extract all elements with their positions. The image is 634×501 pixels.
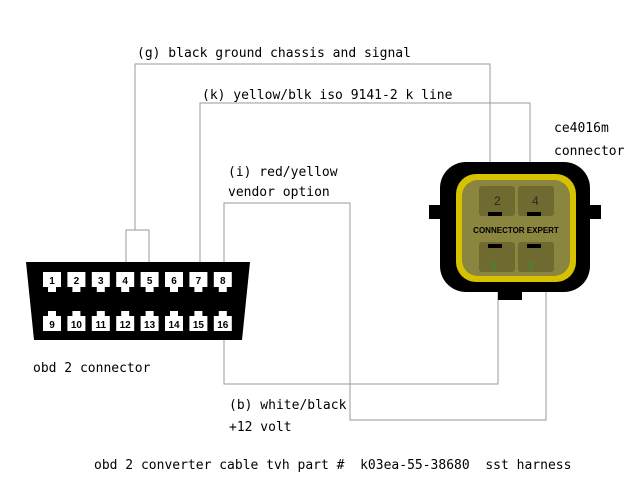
wire-power [223,290,499,385]
label-power-1: (b) white/black [229,398,347,413]
obd2-pin-label-12: 12 [120,320,132,331]
ce4016m-brand-text: CONNECTOR EXPERT [473,226,559,235]
obd2-pin-label-9: 9 [49,320,55,331]
obd2-pin-label-2: 2 [74,276,80,287]
obd2-pin-2 [67,272,86,287]
obd2-pin-4 [116,272,135,287]
obd2-pin-label-10: 10 [71,320,83,331]
obd2-pin-tab-14 [170,311,178,316]
obd2-pin-label-8: 8 [220,276,226,287]
obd2-pin-tab-15 [194,311,203,316]
label-vendor-2: vendor option [228,185,330,200]
ce-pin-3: 3 [527,259,534,273]
obd2-pin-tab-4 [121,287,130,292]
obd2-pin-label-4: 4 [122,276,128,287]
label-ce-2: connector [554,144,625,159]
label-ground: (g) black ground chassis and signal [137,46,411,61]
obd2-pin-16 [213,316,232,331]
label-obd-connector: obd 2 connector [33,361,151,376]
obd2-pin-8 [213,272,232,287]
obd2-pin-label-6: 6 [171,276,177,287]
obd2-pin-9 [43,316,61,331]
obd2-pin-tab-16 [218,311,227,316]
obd2-pin-13 [140,316,159,331]
label-power-2: +12 volt [229,420,292,435]
obd2-pin-1 [43,272,61,287]
obd2-pin-label-5: 5 [147,276,153,287]
label-kline: (k) yellow/blk iso 9141-2 k line [202,88,453,103]
obd2-pin-label-15: 15 [193,320,205,331]
obd2-pin-tab-8 [218,287,227,292]
ce-pin-4: 4 [532,194,539,208]
obd2-pin-5 [140,272,159,287]
obd2-pin-tab-6 [170,287,178,292]
obd2-pin-row-bottom: 9 10 11 12 13 14 15 16 [43,311,232,331]
obd2-pin-row-top: 1 2 3 4 5 6 7 8 [43,272,232,292]
obd2-pin-14 [165,316,183,331]
obd2-pin-12 [116,316,135,331]
obd2-pin-tab-13 [145,311,154,316]
obd2-pin-tab-10 [72,311,81,316]
obd2-pin-3 [91,272,110,287]
obd2-pin-10 [67,316,86,331]
obd2-pin-6 [165,272,183,287]
obd2-pin-tab-9 [48,311,56,316]
obd2-pin-tab-5 [145,287,154,292]
ce-pin-1: 1 [491,259,498,273]
wire-ground-run [134,63,491,230]
obd2-pin-label-3: 3 [98,276,104,287]
label-footer: obd 2 converter cable tvh part # k03ea-5… [94,458,571,473]
obd2-pin-tab-2 [72,287,81,292]
obd2-pin-label-7: 7 [196,276,202,287]
obd2-pin-label-14: 14 [168,320,180,331]
ce4016m-connector: CONNECTOR EXPERT 2 4 1 3 [429,162,601,300]
wire-ground [125,229,150,272]
label-ce-1: ce4016m [554,121,609,136]
obd2-pin-tab-3 [96,287,105,292]
obd2-pin-tab-1 [48,287,56,292]
obd2-pin-tab-7 [194,287,203,292]
wires [125,63,547,421]
obd2-pin-7 [189,272,208,287]
obd2-pin-15 [189,316,208,331]
wire-vendor [223,202,547,421]
obd2-pin-label-13: 13 [144,320,156,331]
obd2-pin-tab-12 [121,311,130,316]
wire-kline [199,102,531,272]
obd2-pin-label-16: 16 [217,320,229,331]
obd2-pin-11 [91,316,110,331]
label-vendor-1: (i) red/yellow [228,165,338,180]
obd2-pin-label-11: 11 [96,320,107,331]
obd2-pin-tab-11 [96,311,105,316]
obd2-pin-label-1: 1 [49,276,55,287]
ce-pin-2: 2 [494,194,501,208]
